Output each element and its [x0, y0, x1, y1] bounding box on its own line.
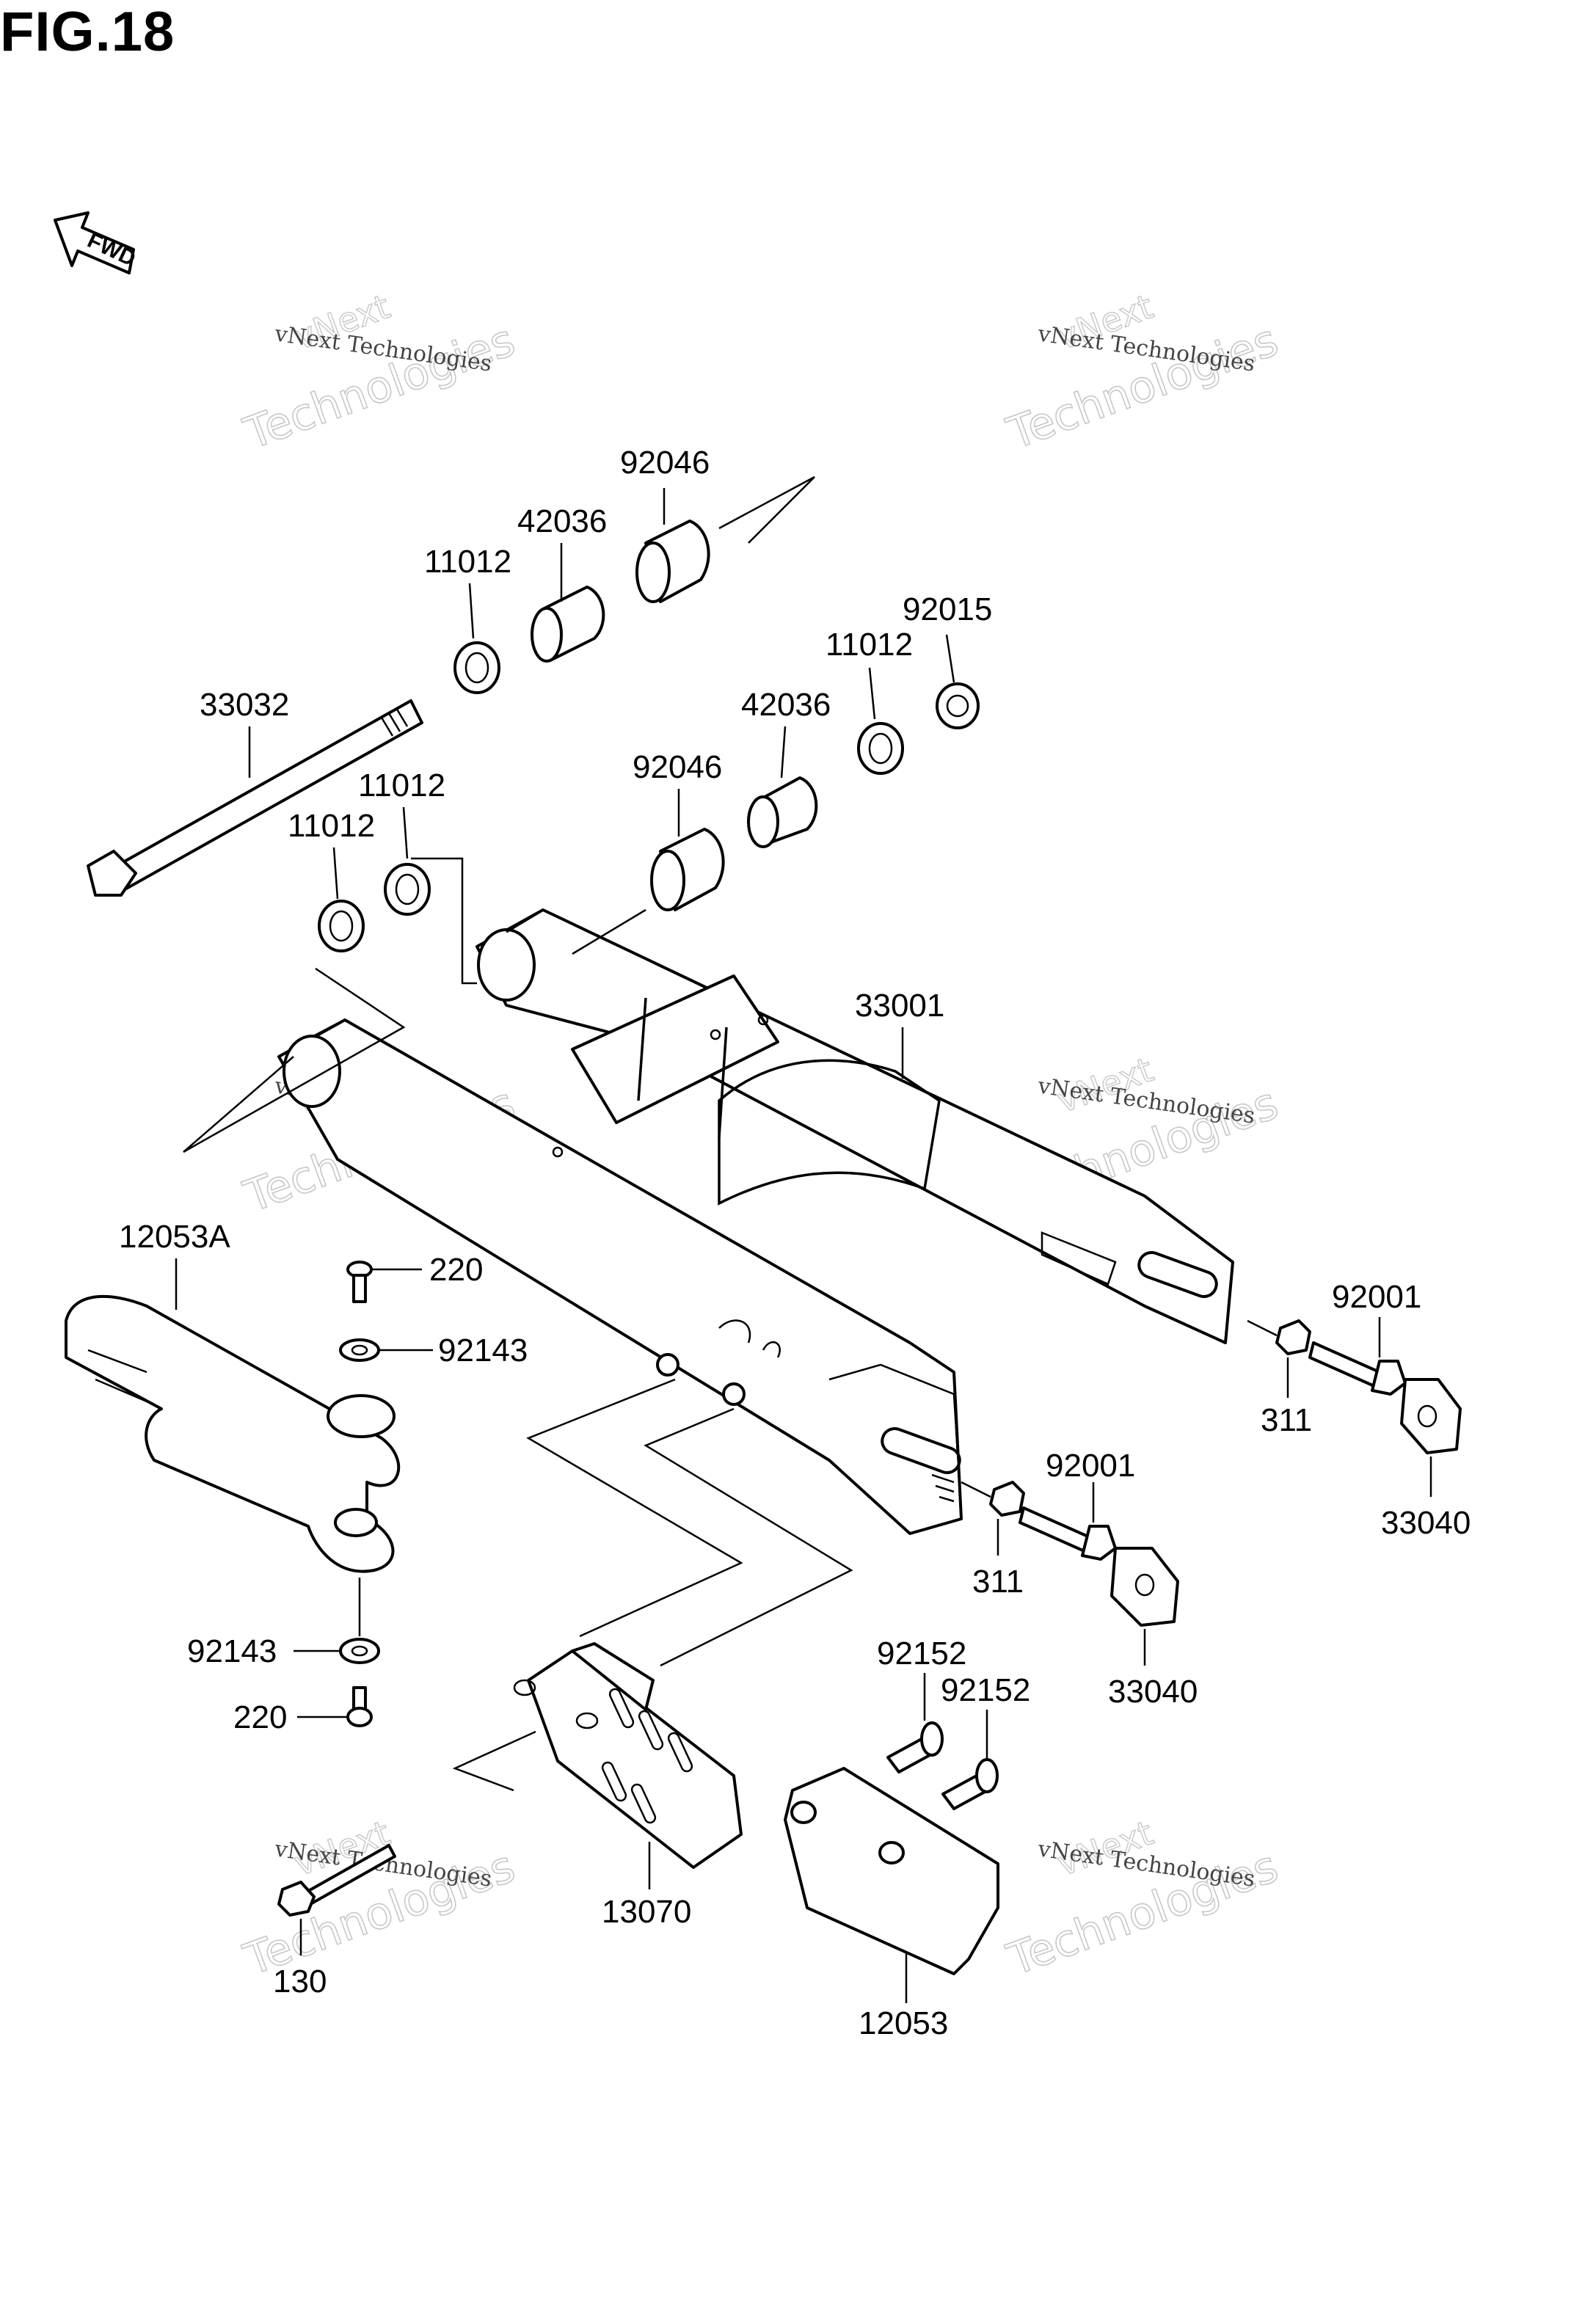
bolt-92001-right: [1308, 1341, 1407, 1396]
label-11012-midB: 11012: [358, 768, 445, 803]
label-92046-mid: 92046: [633, 749, 722, 785]
label-33040-mid: 33040: [1108, 1674, 1198, 1710]
label-92152-a: 92152: [877, 1636, 966, 1671]
nut-311-right: [1275, 1319, 1311, 1355]
adjuster-plate-33040-right: [1400, 1378, 1462, 1454]
bolt-130: [277, 1844, 396, 1917]
label-33040-right: 33040: [1381, 1505, 1471, 1541]
part-labels: 92046 42036 11012 92015 11012 42036 3303…: [119, 445, 1471, 2041]
watermark-bottom-right: vNext Technologies vNext Technologies: [1000, 1812, 1286, 1987]
cap-92015: [936, 682, 980, 729]
label-130: 130: [273, 1964, 327, 1999]
label-92015: 92015: [903, 591, 992, 627]
screw-220-top: [346, 1261, 373, 1303]
bolt-92001-mid: [1019, 1506, 1117, 1561]
label-12053A: 12053A: [119, 1219, 230, 1255]
watermark-top-left: vNext Technologies vNext Technologies: [237, 286, 522, 461]
chain-guide-12053: [784, 1767, 999, 1975]
collar-42036-mid: [747, 776, 818, 848]
screw-220-bottom: [346, 1686, 373, 1727]
forward-arrow-icon: FWD: [54, 211, 139, 274]
bolt-92152-a: [886, 1721, 944, 1773]
figure-title: FIG.18: [0, 1, 175, 63]
label-311-right: 311: [1261, 1402, 1312, 1438]
label-311-mid: 311: [972, 1564, 1024, 1600]
nut-311-mid: [989, 1481, 1025, 1517]
label-92001-right: 92001: [1332, 1279, 1421, 1315]
label-13070: 13070: [602, 1894, 691, 1930]
label-42036-top: 42036: [517, 503, 607, 539]
chain-slider-12053A: [65, 1294, 401, 1573]
label-92143-bottom: 92143: [187, 1633, 277, 1669]
bearing-92046-mid: [650, 828, 725, 911]
label-92046-top: 92046: [620, 445, 710, 481]
label-92152-b: 92152: [941, 1672, 1030, 1708]
label-42036-mid: 42036: [741, 687, 831, 723]
collar-42036-upper: [531, 586, 605, 663]
pivot-shaft-33032: [87, 699, 423, 897]
label-220-bottom: 220: [233, 1699, 287, 1735]
seal-11012-right: [857, 722, 904, 775]
washer-92143-top: [339, 1338, 380, 1362]
label-220-top: 220: [429, 1252, 483, 1288]
adjuster-plate-33040-mid: [1110, 1547, 1179, 1627]
label-11012-midA: 11012: [288, 808, 375, 844]
label-12053: 12053: [859, 2005, 948, 2041]
label-33032: 33032: [200, 687, 289, 723]
label-92001-mid: 92001: [1046, 1448, 1135, 1484]
assembly-guide-lines: [183, 475, 1278, 1792]
watermark-top-right: vNext Technologies vNext Technologies: [1000, 286, 1286, 461]
chain-guide-bracket-13070: [513, 1642, 743, 1869]
label-11012-top: 11012: [424, 544, 511, 580]
seal-11012-upper: [453, 641, 500, 694]
bolt-92152-b: [941, 1758, 999, 1810]
label-92143-top: 92143: [438, 1333, 528, 1368]
label-33001: 33001: [855, 988, 944, 1024]
leader-lines: [175, 488, 1432, 2003]
seal-11012-midA: [318, 900, 365, 952]
washer-92143-bottom: [339, 1638, 380, 1664]
bearing-92046-upper: [635, 519, 710, 603]
label-11012-right: 11012: [826, 627, 913, 663]
seal-11012-midB: [384, 863, 431, 916]
swingarm-33001: [277, 908, 1234, 1535]
